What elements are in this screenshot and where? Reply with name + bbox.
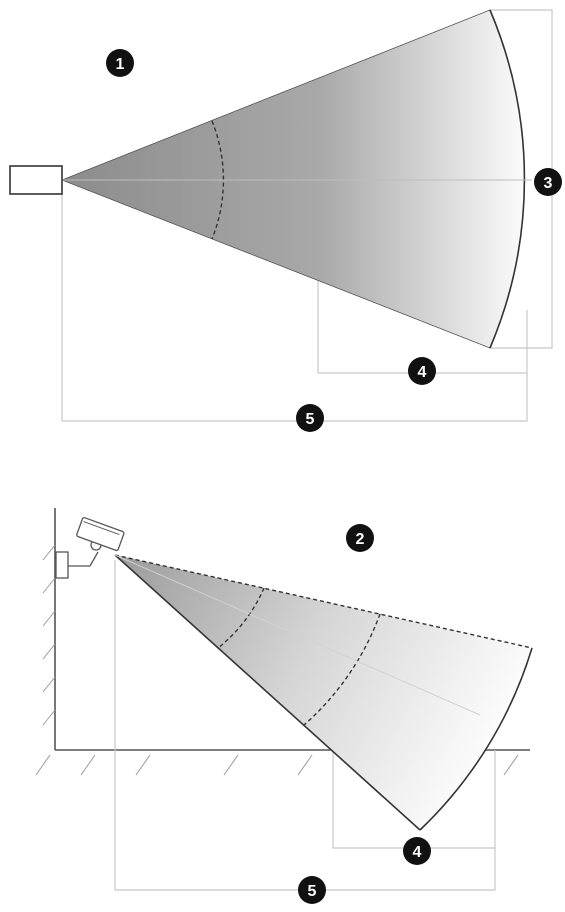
side-camera-icon bbox=[55, 517, 125, 579]
top-camera-icon bbox=[9, 165, 63, 195]
svg-text:4: 4 bbox=[418, 364, 427, 381]
side-cone-bottom-edge bbox=[114, 554, 421, 831]
svg-text:2: 2 bbox=[356, 531, 365, 548]
side-cone-mid-arc bbox=[303, 613, 381, 726]
svg-text:3: 3 bbox=[544, 175, 553, 192]
side-near-span-callout: 4 bbox=[403, 837, 431, 865]
side-cone-far-arc bbox=[419, 647, 533, 831]
wall-hatching bbox=[42, 544, 56, 726]
svg-text:1: 1 bbox=[116, 56, 125, 73]
top-view-callout: 1 bbox=[106, 49, 134, 77]
side-view-callout: 2 bbox=[346, 524, 374, 552]
top-coverage-cone bbox=[62, 10, 525, 348]
top-cone-near-arc bbox=[211, 120, 225, 240]
svg-text:5: 5 bbox=[306, 411, 315, 428]
top-full-distance-dimension bbox=[61, 192, 528, 422]
top-cone-far-arc bbox=[489, 9, 526, 349]
side-cone-top-edge bbox=[114, 554, 533, 649]
side-full-distance-callout: 5 bbox=[298, 876, 326, 904]
top-cone-edges bbox=[61, 9, 491, 349]
top-view: 1 3 4 5 bbox=[9, 9, 562, 432]
top-range-width-callout: 3 bbox=[534, 168, 562, 196]
side-cone-near-arc bbox=[217, 587, 265, 649]
side-near-span-dimension bbox=[332, 750, 495, 849]
side-center-axis bbox=[114, 554, 481, 716]
top-full-distance-callout: 5 bbox=[296, 404, 324, 432]
side-coverage-cone bbox=[115, 555, 532, 830]
svg-text:4: 4 bbox=[413, 844, 422, 861]
top-far-distance-callout: 4 bbox=[408, 357, 436, 385]
side-view: 2 4 5 bbox=[35, 508, 533, 904]
svg-text:5: 5 bbox=[308, 883, 317, 900]
